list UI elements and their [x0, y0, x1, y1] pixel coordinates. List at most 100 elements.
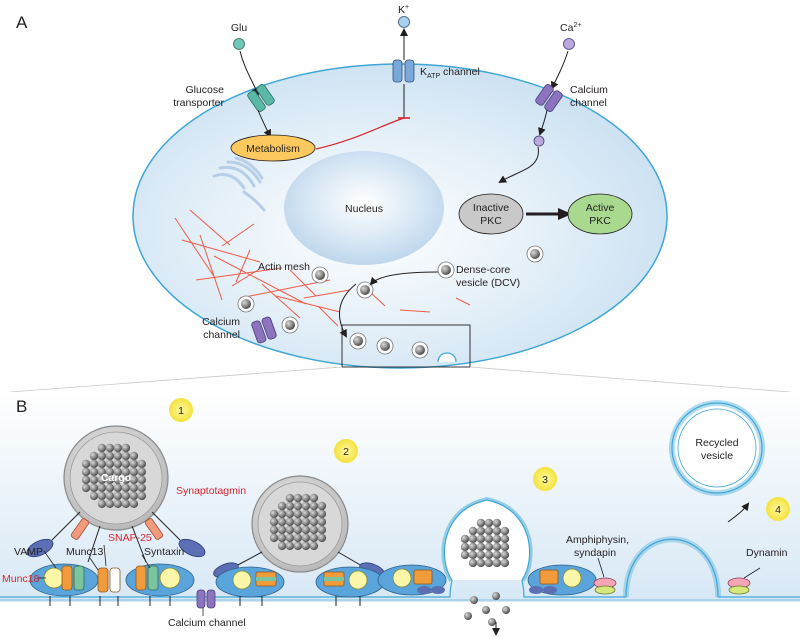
cargo-granule — [89, 459, 99, 469]
cargo-granule — [137, 491, 146, 501]
cargo-granule — [476, 558, 486, 568]
step-1-badge: 1 — [169, 398, 193, 422]
munc18-label: Munc18 — [2, 573, 40, 585]
inactive-pkc — [458, 193, 524, 235]
cargo-granule — [301, 509, 311, 519]
cargo-granule — [129, 483, 139, 493]
inactive-pkc-label-1: Inactive — [473, 202, 509, 214]
calcium-channel-2-label-1: Calcium — [202, 316, 240, 328]
recycled-label-2: vesicle — [701, 450, 733, 462]
cargo-granule — [277, 525, 287, 535]
cargo-granule — [476, 518, 486, 528]
cargo-granule — [285, 493, 295, 503]
calcium-channel-membrane-label: Calcium channel — [168, 617, 246, 629]
cargo-granule — [317, 525, 327, 535]
svg-text:1: 1 — [178, 405, 184, 417]
actin-mesh-label: Actin mesh — [258, 261, 310, 273]
cargo-granule — [81, 467, 91, 477]
cargo-granule — [121, 467, 131, 477]
recycled-label-1: Recycled — [695, 437, 738, 449]
cargo-granule — [81, 475, 91, 485]
cargo-granule — [113, 451, 123, 461]
cargo-granule — [476, 550, 486, 560]
cargo-granule — [81, 459, 91, 469]
metabolism-node — [230, 134, 316, 162]
fusing-vesicle-stage-3 — [441, 496, 533, 582]
cargo-granule — [301, 493, 311, 503]
cargo-granule — [113, 499, 123, 508]
cargo-granule — [277, 509, 287, 519]
dynamin-label: Dynamin — [746, 547, 788, 559]
cargo-granule — [301, 525, 311, 535]
cargo-granule — [105, 443, 115, 453]
amphiphysin-label-1: Amphiphysin, — [566, 534, 629, 546]
amphiphysin-label-2: syndapin — [574, 547, 616, 559]
cargo-granule — [97, 499, 107, 508]
glucose-transporter-label-2: transporter — [173, 97, 224, 109]
cargo-granule — [137, 475, 146, 485]
calcium-channel-label-1: Calcium — [570, 84, 608, 96]
panel-a-label: A — [16, 13, 28, 32]
cargo-granule — [277, 541, 287, 551]
cargo-granule — [137, 483, 146, 493]
cargo-granule — [121, 459, 131, 469]
cargo-granule — [277, 533, 287, 543]
calcium-ion — [563, 38, 575, 50]
cargo-granule — [129, 451, 139, 461]
cargo-granule — [468, 558, 478, 568]
cargo-granule — [293, 509, 303, 519]
cargo-granule — [317, 509, 327, 519]
calcium-channel-bottom — [251, 316, 277, 344]
calcium-channel-label-2: channel — [570, 97, 607, 109]
svg-text:3: 3 — [542, 474, 548, 486]
snare-complex-left-1 — [29, 563, 99, 597]
cargo-granule — [129, 475, 139, 485]
cargo-granule — [97, 483, 107, 493]
released-cargo — [464, 592, 510, 626]
cargo-granule — [309, 525, 319, 535]
cargo-granule — [89, 491, 99, 501]
cargo-granule — [293, 525, 303, 535]
dense-core-vesicles — [237, 245, 544, 359]
cargo-granule — [293, 533, 303, 543]
cargo-granule — [492, 534, 502, 544]
cargo-granule — [89, 475, 99, 485]
cargo-granule — [121, 443, 131, 453]
cargo-granule — [293, 541, 303, 551]
dynamin-complex — [727, 577, 751, 595]
cargo-granule — [309, 509, 319, 519]
glucose-transporter — [247, 84, 275, 112]
plasma-membrane — [0, 538, 800, 598]
cargo-granule — [269, 525, 279, 535]
cargo-granule — [137, 467, 146, 477]
cargo-granule — [293, 501, 303, 511]
amphiphysin-complex — [593, 577, 617, 595]
katp-channel-label: KATP channel — [420, 66, 480, 80]
snare-complex-stage-3 — [377, 564, 597, 596]
calcium-channel-membrane — [196, 589, 216, 609]
cargo-granule — [484, 558, 494, 568]
cargo-granule — [309, 501, 319, 511]
cargo-granule — [492, 558, 502, 568]
cargo-granule — [500, 526, 510, 536]
synaptotagmin-label: Synaptotagmin — [176, 485, 246, 497]
cargo-granule — [484, 518, 494, 528]
syntaxin-label: Syntaxin — [144, 546, 184, 558]
cargo-granule — [468, 542, 478, 552]
active-pkc-label-1: Active — [586, 202, 615, 214]
potassium-ion — [398, 16, 410, 28]
vamp-label: VAMP — [14, 546, 43, 558]
cargo-granule — [476, 542, 486, 552]
cargo-granule — [460, 534, 470, 544]
cargo-granule — [97, 467, 107, 477]
svg-text:4: 4 — [775, 504, 781, 516]
cargo-granule — [277, 517, 287, 527]
cargo-granule — [500, 534, 510, 544]
snare-complex-stage-2 — [215, 566, 385, 606]
cargo-granule — [129, 499, 139, 508]
cargo-granule — [105, 451, 115, 461]
synaptotagmin-stage-1 — [51, 511, 181, 563]
cargo-vesicle-stage-1: Cargo — [63, 425, 169, 531]
cargo-granule — [484, 542, 494, 552]
